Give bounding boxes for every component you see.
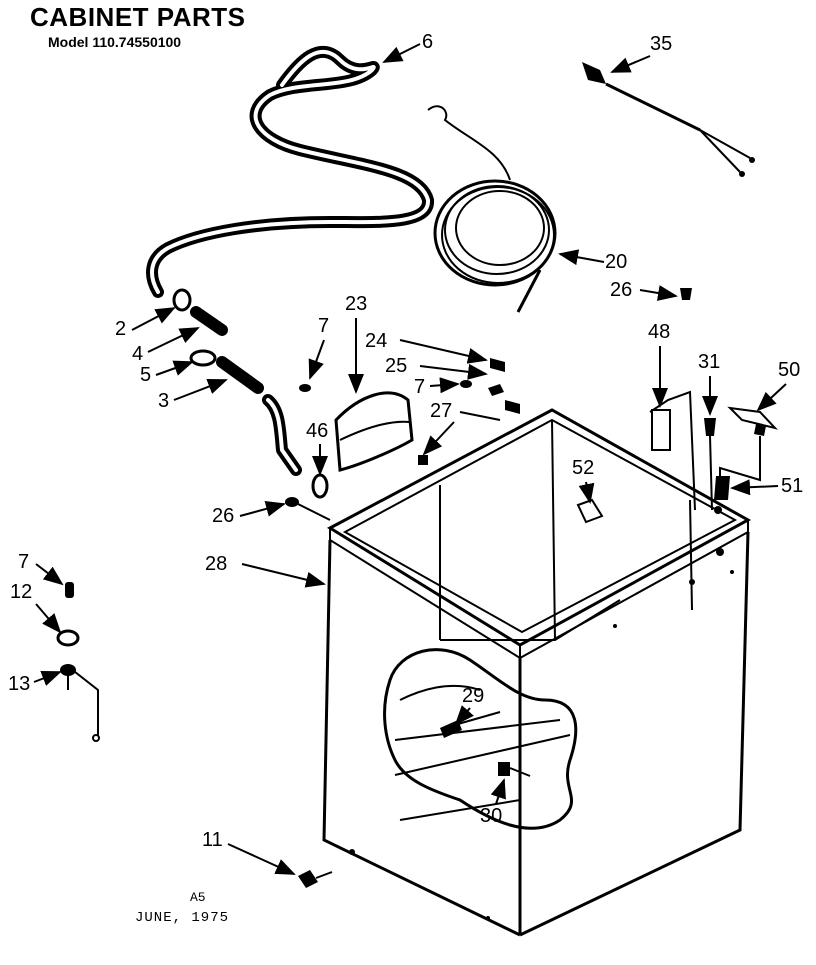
callout-20: 20 [605, 251, 627, 273]
callout-25: 25 [385, 355, 407, 377]
callout-7-left: 7 [18, 551, 29, 573]
callout-28: 28 [205, 553, 227, 575]
callout-7-mid: 7 [414, 376, 425, 398]
control-bracket [285, 358, 520, 521]
wire-harness-coil [427, 105, 557, 313]
callout-11: 11 [202, 829, 223, 851]
callout-29: 29 [462, 685, 484, 707]
diagram-title: CABINET PARTS [30, 2, 246, 32]
callout-4: 4 [132, 343, 143, 365]
line-cord [582, 62, 755, 177]
page-code: A5 [190, 890, 206, 905]
callout-27: 27 [430, 400, 452, 422]
leveling-leg-parts [56, 582, 100, 742]
callout-48: 48 [648, 321, 670, 343]
callout-31: 31 [698, 351, 720, 373]
callout-3: 3 [158, 390, 169, 412]
cabinet-body [322, 408, 752, 937]
callout-52: 52 [572, 457, 594, 479]
callout-35: 35 [650, 33, 672, 55]
callout-50: 50 [778, 359, 800, 381]
callout-23: 23 [345, 293, 367, 315]
hose-coupling-parts [172, 288, 329, 499]
callout-26-left: 26 [212, 505, 234, 527]
callout-12: 12 [10, 581, 32, 603]
model-number: Model 110.74550100 [48, 34, 182, 50]
publication-date: JUNE, 1975 [135, 910, 230, 926]
callout-2: 2 [115, 318, 126, 340]
screw-11 [298, 870, 333, 888]
callout-5: 5 [140, 364, 151, 386]
callout-26-top: 26 [610, 279, 632, 301]
right-side-parts [576, 390, 779, 524]
callout-24: 24 [365, 330, 387, 352]
callout-13: 13 [8, 673, 30, 695]
callout-46: 46 [306, 420, 328, 442]
callout-7-upper: 7 [318, 315, 329, 337]
drain-hose [146, 45, 434, 298]
callouts: 6 35 20 26 2 4 5 3 7 23 24 25 7 27 46 26 [8, 31, 803, 875]
callout-51: 51 [781, 475, 803, 497]
callout-6: 6 [422, 31, 433, 53]
callout-30: 30 [480, 805, 502, 827]
